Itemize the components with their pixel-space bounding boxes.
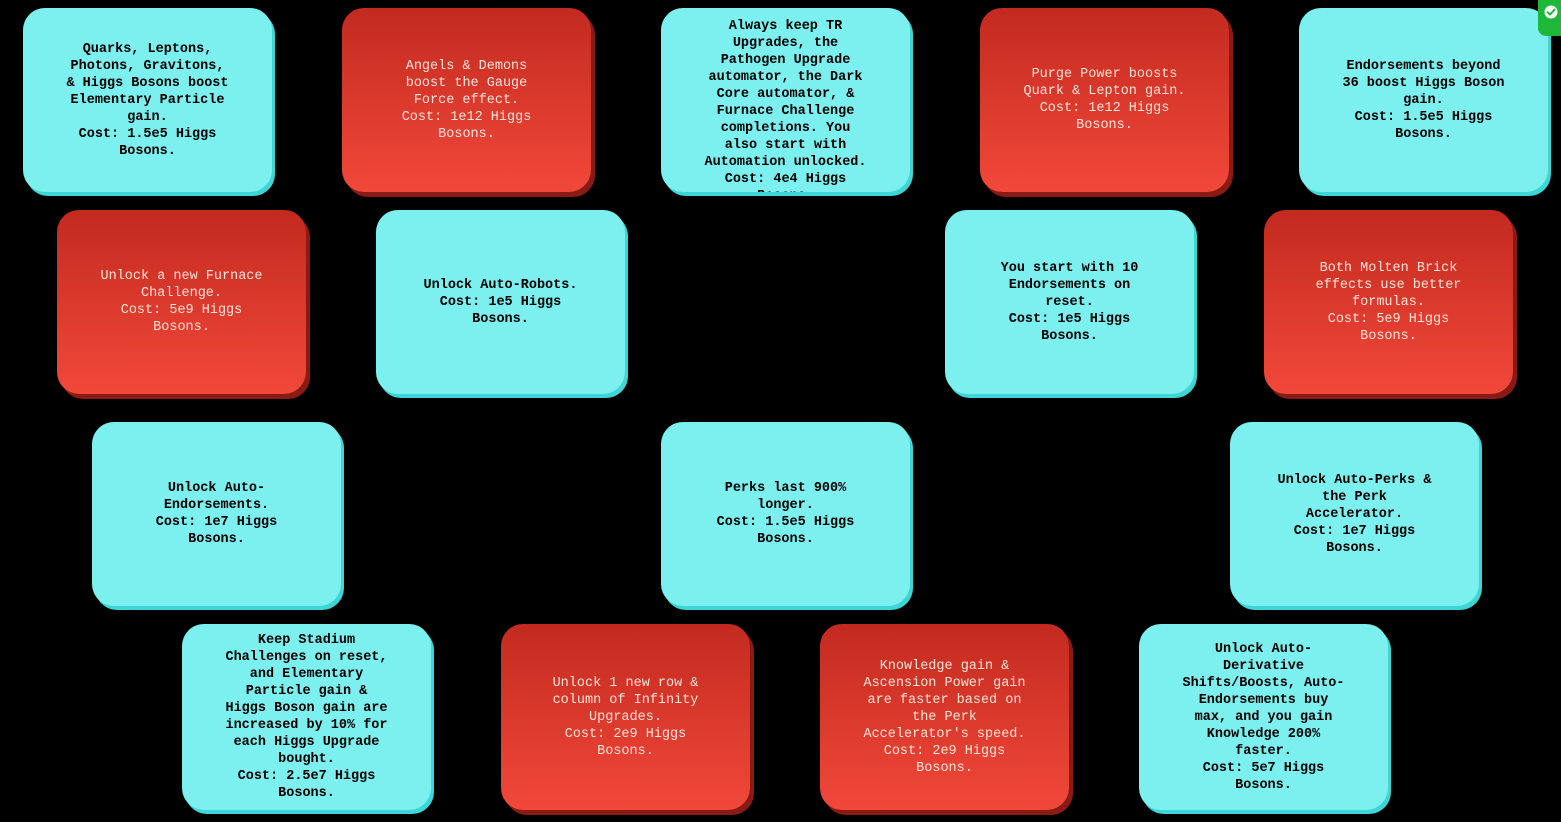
higgs-upgrade-3[interactable]: Always keep TR Upgrades, the Pathogen Up…: [661, 8, 910, 192]
upgrade-description: Endorsements beyond 36 boost Higgs Boson…: [1342, 58, 1505, 142]
higgs-upgrade-6[interactable]: Unlock a new Furnace Challenge. Cost: 5e…: [57, 210, 306, 394]
higgs-upgrade-9[interactable]: Both Molten Brick effects use better for…: [1264, 210, 1513, 394]
upgrade-description: You start with 10 Endorsements on reset.…: [1000, 260, 1139, 344]
upgrade-description: Unlock Auto- Endorsements. Cost: 1e7 Hig…: [155, 481, 278, 547]
upgrade-description: Always keep TR Upgrades, the Pathogen Up…: [704, 19, 867, 192]
higgs-upgrade-16[interactable]: Unlock Auto- Derivative Shifts/Boosts, A…: [1139, 624, 1388, 810]
higgs-upgrade-8[interactable]: You start with 10 Endorsements on reset.…: [945, 210, 1194, 394]
higgs-upgrade-14[interactable]: Unlock 1 new row & column of Infinity Up…: [501, 624, 750, 810]
upgrade-description: Angels & Demons boost the Gauge Force ef…: [401, 58, 532, 142]
higgs-upgrade-15[interactable]: Knowledge gain & Ascension Power gain ar…: [820, 624, 1069, 810]
upgrade-description: Unlock a new Furnace Challenge. Cost: 5e…: [100, 269, 263, 335]
upgrade-description: Unlock Auto- Derivative Shifts/Boosts, A…: [1182, 641, 1345, 793]
upgrade-description: Unlock Auto-Perks & the Perk Accelerator…: [1277, 472, 1432, 556]
higgs-upgrade-13[interactable]: Keep Stadium Challenges on reset, and El…: [182, 624, 431, 810]
upgrade-description: Keep Stadium Challenges on reset, and El…: [225, 633, 388, 801]
upgrade-description: Knowledge gain & Ascension Power gain ar…: [863, 658, 1026, 776]
upgrade-description: Purge Power boosts Quark & Lepton gain. …: [1023, 67, 1186, 133]
checkmark-icon: [1544, 5, 1558, 19]
upgrade-description: Quarks, Leptons, Photons, Gravitons, & H…: [66, 41, 229, 159]
higgs-upgrade-2[interactable]: Angels & Demons boost the Gauge Force ef…: [342, 8, 591, 192]
upgrade-description: Perks last 900% longer. Cost: 1.5e5 Higg…: [716, 481, 855, 547]
upgrade-description: Unlock Auto-Robots. Cost: 1e5 Higgs Boso…: [423, 277, 578, 327]
higgs-upgrade-1[interactable]: Quarks, Leptons, Photons, Gravitons, & H…: [23, 8, 272, 192]
higgs-upgrade-7[interactable]: Unlock Auto-Robots. Cost: 1e5 Higgs Boso…: [376, 210, 625, 394]
higgs-upgrade-11[interactable]: Perks last 900% longer. Cost: 1.5e5 Higg…: [661, 422, 910, 606]
higgs-upgrade-12[interactable]: Unlock Auto-Perks & the Perk Accelerator…: [1230, 422, 1479, 606]
upgrade-description: Unlock 1 new row & column of Infinity Up…: [552, 675, 699, 759]
higgs-upgrade-4[interactable]: Purge Power boosts Quark & Lepton gain. …: [980, 8, 1229, 192]
higgs-upgrade-5[interactable]: Endorsements beyond 36 boost Higgs Boson…: [1299, 8, 1548, 192]
status-badge: [1538, 0, 1561, 36]
higgs-upgrade-10[interactable]: Unlock Auto- Endorsements. Cost: 1e7 Hig…: [92, 422, 341, 606]
upgrade-description: Both Molten Brick effects use better for…: [1315, 260, 1462, 344]
